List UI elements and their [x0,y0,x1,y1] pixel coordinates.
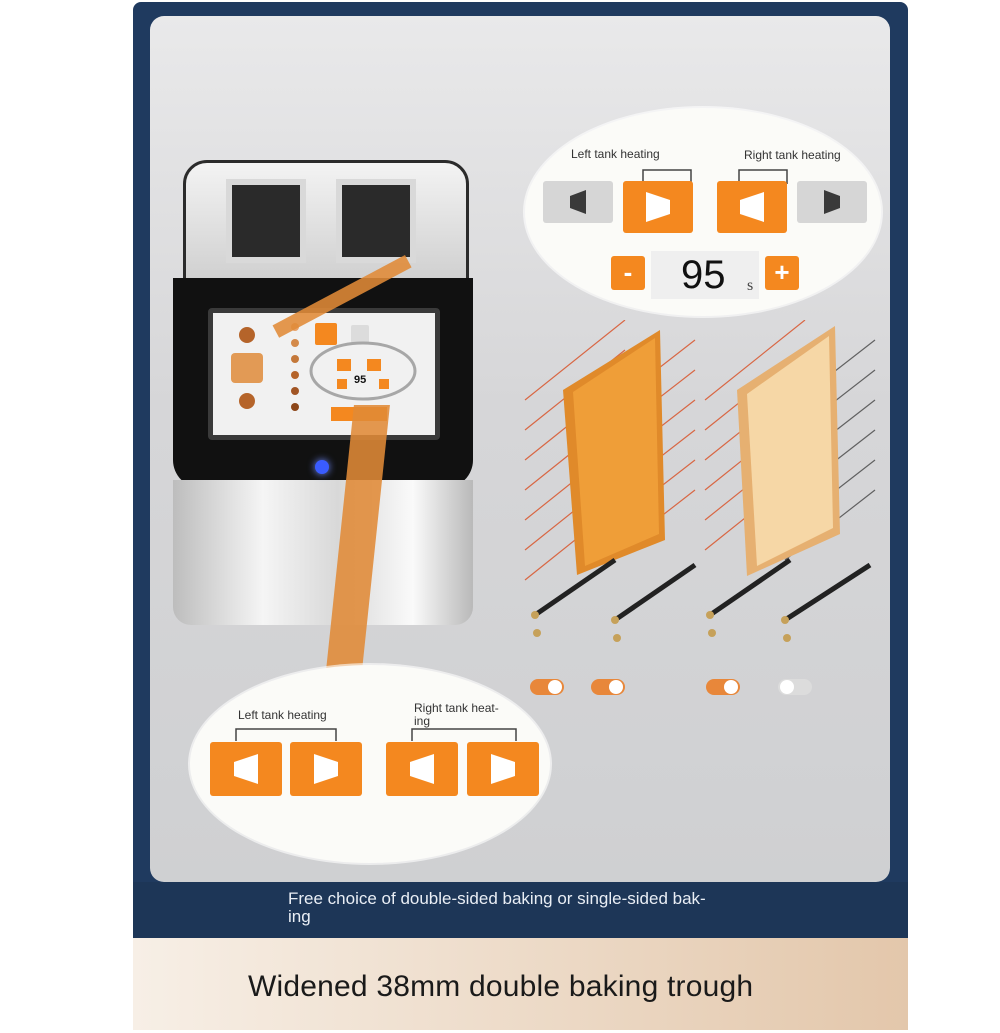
toggle-knob [548,680,562,694]
heater-on-icon [410,754,434,784]
top-callout: Left tank heating Right tank heating - 9… [525,108,881,316]
toaster-body [173,480,473,625]
timer-value: 95 [681,253,726,297]
left-inner-heater-button[interactable] [290,742,362,796]
mini-timer: 95 [354,374,367,386]
timer-plus-button[interactable]: + [765,256,799,290]
right-outer-heater-button[interactable] [467,742,539,796]
right-tank-heating-label: Right tank heat- ing [414,701,499,728]
left-outer-heater-button[interactable] [210,742,282,796]
heating-elements-illustration [524,320,876,642]
heater-on-icon [234,754,258,784]
toggle-switch-4[interactable] [778,679,812,695]
heater-on-icon [740,192,764,222]
headline-bar [133,938,908,1030]
left-inner-heater-button[interactable] [623,181,693,233]
heater-on-icon [646,192,670,222]
minus-icon: - [623,257,633,287]
toggle-knob [609,680,623,694]
toaster-screen: 95 [208,308,440,440]
right-tank-heating-label: Right tank heating [744,148,841,162]
toggle-switch-2[interactable] [591,679,625,695]
toaster-illustration: 95 [163,160,483,630]
heater-on-icon [491,754,515,784]
toggle-switch-3[interactable] [706,679,740,695]
caption-text: Free choice of double-sided baking or si… [288,889,706,926]
right-outer-heater-button[interactable] [797,181,867,223]
heater-off-icon [570,190,586,214]
toaster-top [183,160,469,286]
headline: Widened 38mm double baking trough [248,970,754,1003]
power-indicator-icon [315,460,329,474]
caption-bar [133,882,908,938]
toggle-switch-1[interactable] [530,679,564,695]
left-tank-heating-label: Left tank heating [571,147,660,161]
right-inner-heater-button[interactable] [386,742,458,796]
timer-display: 95 s [651,251,759,299]
toggle-knob [724,680,738,694]
right-slot [336,179,416,263]
left-slot [226,179,306,263]
right-inner-heater-button[interactable] [717,181,787,233]
bracket-icon [642,169,788,184]
heater-off-icon [824,190,840,214]
left-outer-heater-button[interactable] [543,181,613,223]
left-tank-heating-label: Left tank heating [238,708,327,722]
heater-on-icon [314,754,338,784]
timer-minus-button[interactable]: - [611,256,645,290]
toggle-knob [780,680,794,694]
timer-unit: s [747,277,754,294]
bottom-callout: Left tank heating Right tank heat- ing [190,665,550,863]
bracket-icon [235,728,517,741]
screen-ui-icon [231,323,417,421]
plus-icon: + [774,257,790,287]
